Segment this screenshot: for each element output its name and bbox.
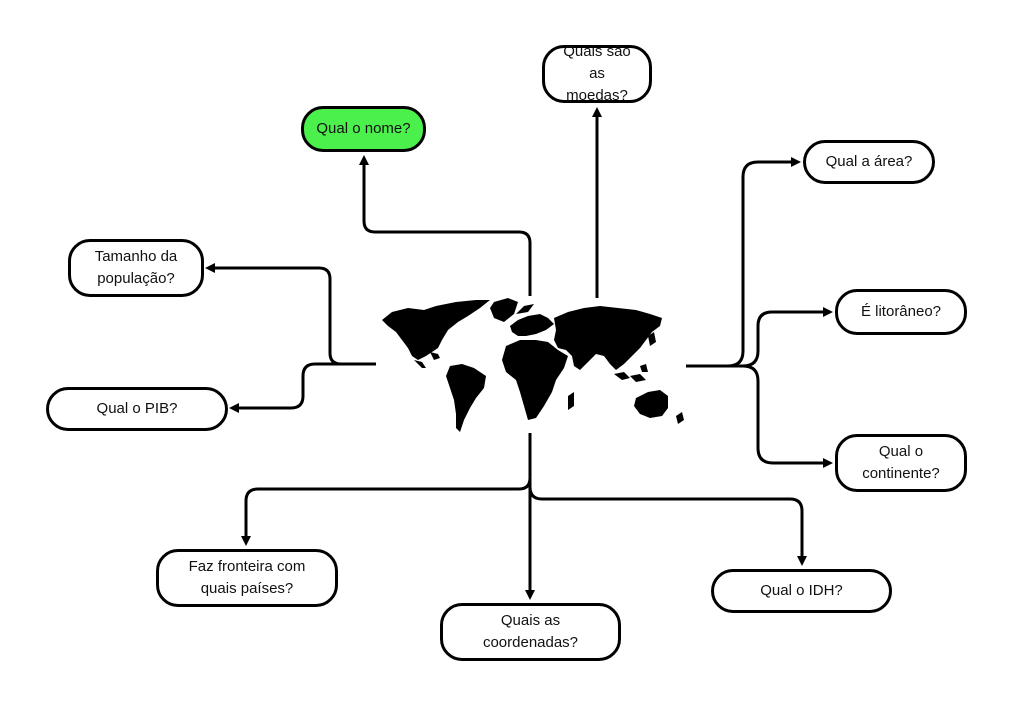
node-pib[interactable]: Qual o PIB?	[46, 387, 228, 431]
connector-litoraneo	[686, 307, 833, 368]
node-nome[interactable]: Qual o nome?	[301, 106, 426, 152]
node-coordenadas[interactable]: Quais as coordenadas?	[440, 603, 621, 661]
connector-area	[686, 157, 801, 368]
connector-populacao	[205, 263, 376, 366]
connector-continente	[686, 364, 833, 468]
node-moedas[interactable]: Quais são as moedas?	[542, 43, 652, 104]
connector-nome	[359, 155, 532, 296]
node-continente[interactable]: Qual o continente?	[835, 434, 967, 492]
connector-pib	[229, 362, 376, 413]
node-populacao[interactable]: Tamanho da população?	[68, 239, 204, 297]
connector-fronteira	[241, 433, 532, 546]
connector-idh	[528, 433, 807, 566]
node-idh[interactable]: Qual o IDH?	[711, 569, 892, 613]
node-fronteira[interactable]: Faz fronteira com quais países?	[156, 549, 338, 607]
node-area[interactable]: Qual a área?	[803, 140, 935, 184]
world-map-icon	[382, 298, 684, 432]
node-litoraneo[interactable]: É litorâneo?	[835, 289, 967, 335]
